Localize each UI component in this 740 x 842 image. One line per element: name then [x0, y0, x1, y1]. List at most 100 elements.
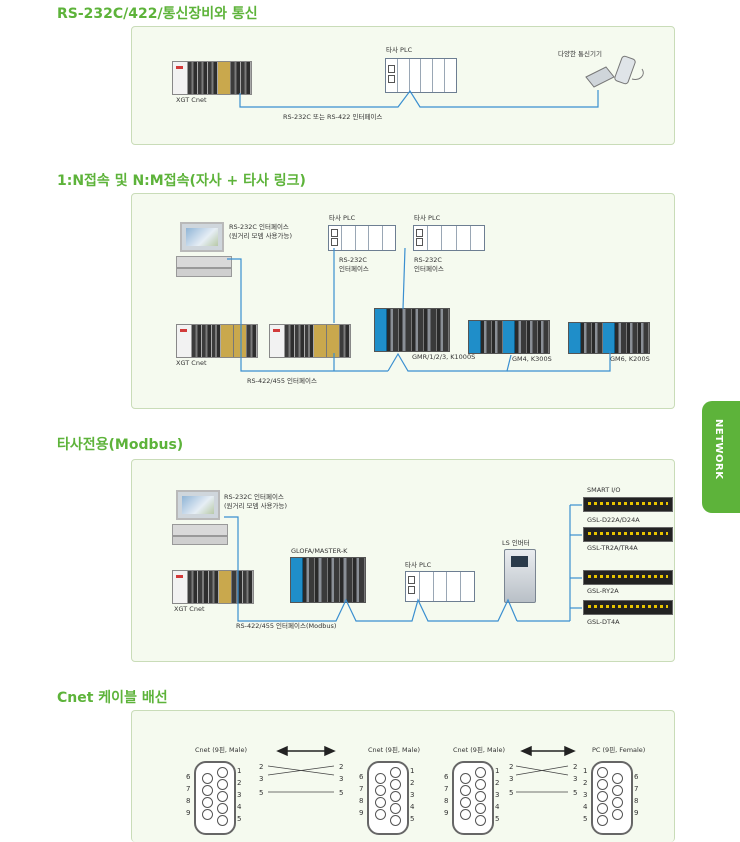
network-side-tab[interactable]: NETWORK — [702, 401, 740, 513]
xgt-cnet-label: XGT Cnet — [176, 96, 207, 104]
wire-a-right-5: 5 — [339, 789, 344, 797]
db9-pin — [217, 767, 228, 778]
db9-pin — [460, 797, 471, 808]
xgt-cnet-rack-1 — [176, 324, 258, 358]
smart-io-module-4 — [583, 600, 673, 615]
cable-right-a-label: Cnet (9핀, Male) — [453, 746, 505, 754]
db9-pin — [390, 791, 401, 802]
gmr-plc — [374, 308, 450, 352]
db9-pin-number: 6 — [444, 773, 449, 781]
wire-b-left-2: 2 — [509, 763, 514, 771]
db9-pin-number: 5 — [410, 815, 415, 823]
modbus-bus-label: RS-422/455 인터페이스(Modbus) — [236, 622, 337, 630]
inverter-label: LS 인버터 — [502, 539, 530, 547]
pc-rs232-note: RS-232C 인터페이스 — [224, 493, 284, 501]
xgt-cnet-label: XGT Cnet — [174, 605, 205, 613]
db9-pin — [375, 797, 386, 808]
db9-pin — [390, 803, 401, 814]
db9-pin — [612, 773, 623, 784]
db9-pin-number: 5 — [237, 815, 242, 823]
db9-pin-number: 2 — [583, 779, 588, 787]
rs422-bus-label: RS-422/455 인터페이스 — [247, 377, 317, 385]
wire-b-left-5: 5 — [509, 789, 514, 797]
db9-connector-1 — [194, 761, 236, 835]
db9-pin-number: 9 — [444, 809, 449, 817]
db9-pin-number: 7 — [444, 785, 449, 793]
gm6-label: GM6, K200S — [610, 355, 650, 363]
glofa-plc — [290, 557, 366, 603]
db9-pin — [597, 803, 608, 814]
db9-pin — [217, 815, 228, 826]
wire-b-left-3: 3 — [509, 775, 514, 783]
diagram-panel-rs232: XGT Cnet 타사 PLC 다양한 통신기기 RS-232C 또는 RS-4… — [131, 26, 675, 145]
xgt-cnet-label: XGT Cnet — [176, 359, 207, 367]
rs232-a-label: RS-232C — [339, 256, 367, 264]
db9-pin-number: 9 — [359, 809, 364, 817]
gm4-plc — [468, 320, 550, 354]
db9-pin — [202, 785, 213, 796]
xgt-cnet-rack-2 — [269, 324, 351, 358]
side-tab-label: NETWORK — [713, 419, 724, 480]
cable-right-b-label: PC (9핀, Female) — [592, 746, 646, 754]
diagram-panel-modbus: RS-232C 인터페이스 (원거리 모뎀 사용가능) XGT Cnet GLO… — [131, 459, 675, 662]
db9-pin — [217, 779, 228, 790]
wire-b-right-3: 3 — [573, 775, 578, 783]
db9-pin — [375, 773, 386, 784]
db9-pin-number: 1 — [495, 767, 500, 775]
db9-pin-number: 5 — [495, 815, 500, 823]
comm-devices-label: 다양한 통신기기 — [558, 50, 602, 58]
db9-pin-number: 1 — [410, 767, 415, 775]
db9-pin-number: 4 — [237, 803, 242, 811]
db9-pin-number: 7 — [634, 785, 639, 793]
section-title-1n-link: 1:N접속 및 N:M접속(자사 + 타사 링크) — [57, 173, 306, 189]
db9-pin — [475, 779, 486, 790]
db9-pin-number: 1 — [583, 767, 588, 775]
pc-modem-note: (원거리 모뎀 사용가능) — [229, 232, 293, 240]
section-title-modbus: 타사전용(Modbus) — [57, 437, 184, 453]
pc-rs232-note: RS-232C 인터페이스 — [229, 223, 289, 231]
db9-pin-number: 4 — [583, 803, 588, 811]
smart-io-label: SMART I/O — [587, 486, 621, 494]
db9-pin-number: 9 — [186, 809, 191, 817]
xgt-cnet-rack — [172, 61, 252, 95]
wire-a-left-2: 2 — [259, 763, 264, 771]
gsl-ry2a-label: GSL-RY2A — [587, 587, 619, 595]
rs232-link-label: RS-232C 또는 RS-422 인터페이스 — [283, 113, 383, 121]
gmr-label: GMR/1/2/3, K1000S — [412, 353, 476, 361]
db9-pin-number: 7 — [359, 785, 364, 793]
db9-pin — [202, 773, 213, 784]
smart-io-module-2 — [583, 527, 673, 542]
db9-connector-3 — [452, 761, 494, 835]
db9-pin — [460, 809, 471, 820]
section-title-rs232: RS-232C/422/통신장비와 통신 — [57, 6, 258, 22]
gm4-label: GM4, K300S — [512, 355, 552, 363]
db9-pin — [460, 785, 471, 796]
db9-pin-number: 1 — [237, 767, 242, 775]
other-plc-label: 타사 PLC — [386, 46, 413, 54]
ls-inverter — [504, 549, 536, 603]
db9-pin — [612, 809, 623, 820]
db9-pin — [597, 767, 608, 778]
db9-connector-2 — [367, 761, 409, 835]
gm6-plc — [568, 322, 650, 354]
db9-pin-number: 2 — [237, 779, 242, 787]
section-title-cnet-cable: Cnet 케이블 배선 — [57, 690, 168, 706]
glofa-label: GLOFA/MASTER-K — [291, 547, 348, 555]
pc-modem-note: (원거리 모뎀 사용가능) — [224, 502, 288, 510]
db9-pin — [390, 779, 401, 790]
db9-pin — [390, 767, 401, 778]
handheld-devices-icon — [585, 55, 644, 88]
db9-pin-number: 2 — [410, 779, 415, 787]
db9-pin-number: 3 — [495, 791, 500, 799]
db9-pin — [475, 767, 486, 778]
db9-pin-number: 5 — [583, 815, 588, 823]
db9-pin-number: 4 — [495, 803, 500, 811]
db9-pin — [597, 815, 608, 826]
db9-pin-number: 8 — [444, 797, 449, 805]
db9-pin — [375, 809, 386, 820]
gsl-d22a-label: GSL-D22A/D24A — [587, 516, 640, 524]
db9-pin-number: 6 — [634, 773, 639, 781]
wire-a-left-3: 3 — [259, 775, 264, 783]
cable-left-a-label: Cnet (9핀, Male) — [195, 746, 247, 754]
